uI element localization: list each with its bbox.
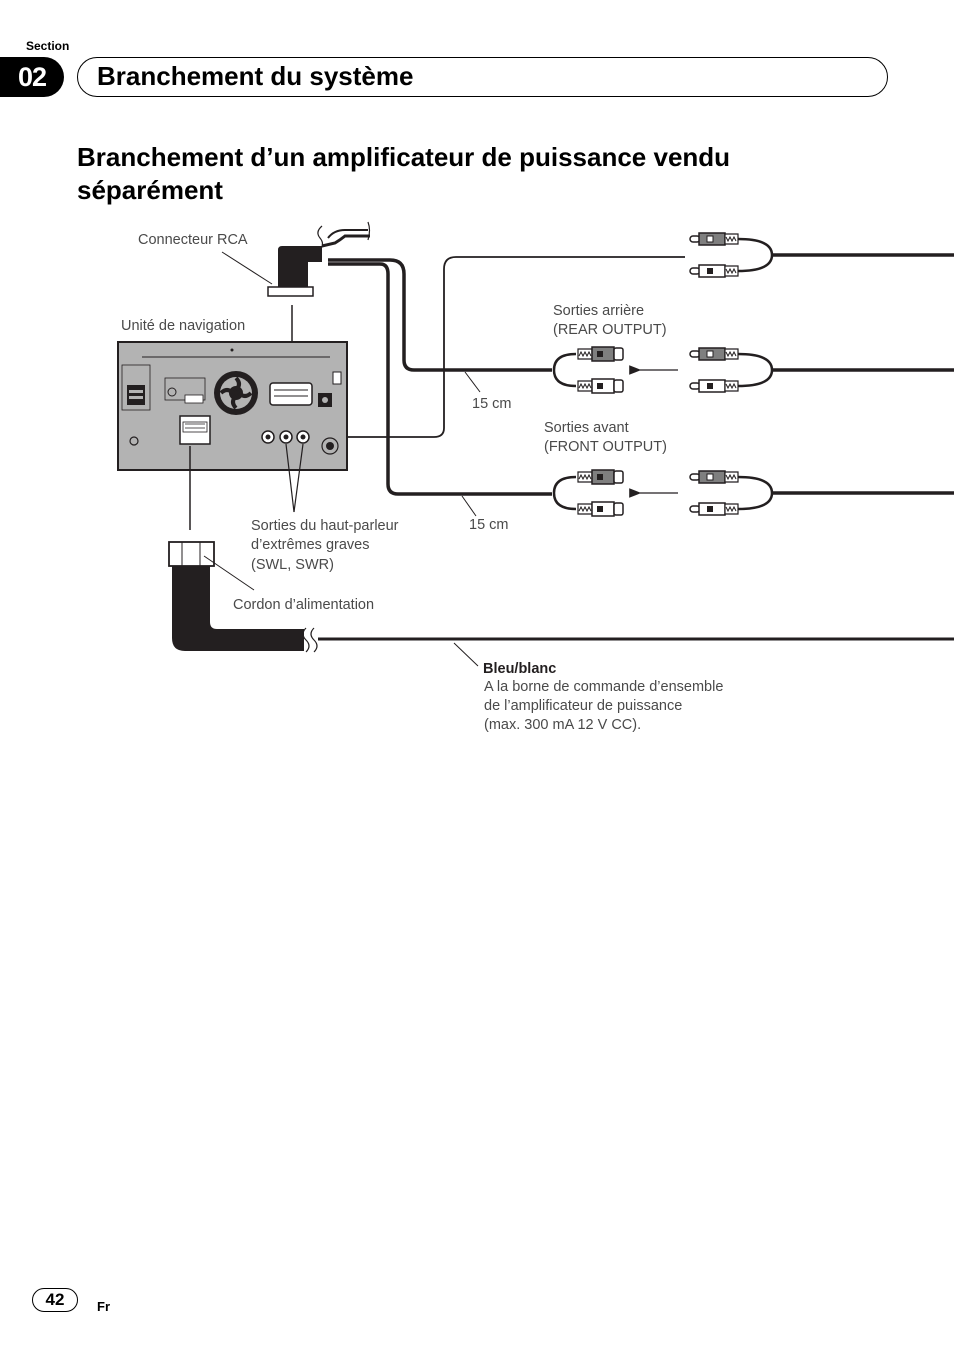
navigation-unit-label: Unité de navigation: [121, 318, 246, 334]
page-title: Branchement d’un amplificateur de puissa…: [77, 142, 731, 205]
section-title: Branchement du système: [97, 61, 414, 91]
front-length-label: 15 cm: [469, 517, 509, 533]
wire-desc-line-1: A la borne de commande d’ensemble: [484, 679, 724, 695]
wiring-diagram: [117, 221, 954, 667]
front-cable: [328, 262, 552, 496]
front-output-label-2: (FRONT OUTPUT): [544, 439, 667, 455]
rear-cable: [328, 258, 552, 372]
rca-connector-label: Connecteur RCA: [138, 232, 248, 248]
section-title-frame: [77, 57, 888, 97]
subwoofer-label-3: (SWL, SWR): [251, 557, 334, 573]
subwoofer-label-2: d’extrêmes graves: [251, 537, 370, 553]
amp-plug-pair-front: [689, 470, 954, 516]
section-number-badge: 02: [0, 57, 64, 97]
subwoofer-label-1: Sorties du haut-parleur: [251, 518, 399, 534]
amp-plug-pair-subwoofer: [689, 232, 954, 278]
rear-length-label: 15 cm: [472, 396, 512, 412]
amp-plug-pair-rear: [689, 347, 954, 393]
power-cord: [168, 541, 954, 653]
wire-desc-line-2: de l’amplificateur de puissance: [484, 698, 683, 714]
front-output-label-1: Sorties avant: [544, 420, 629, 436]
wire-color-label: Bleu/blanc: [483, 661, 557, 677]
rca-label-leader: [221, 251, 273, 285]
power-cord-label: Cordon d’alimentation: [233, 597, 375, 613]
rear-output-label-2: (REAR OUTPUT): [553, 322, 667, 338]
rear-output-label-1: Sorties arrière: [553, 303, 645, 319]
navigation-unit: [117, 341, 348, 471]
wire-desc-line-3: (max. 300 mA 12 V CC).: [484, 717, 642, 733]
front-output-jacks: [552, 469, 624, 517]
language-code: Fr: [97, 1299, 110, 1314]
subwoofer-cable: [313, 256, 685, 445]
page-number: 42: [32, 1288, 78, 1312]
rca-connector: [267, 221, 371, 297]
section-label: Section: [26, 39, 70, 53]
rear-output-jacks: [552, 346, 624, 394]
